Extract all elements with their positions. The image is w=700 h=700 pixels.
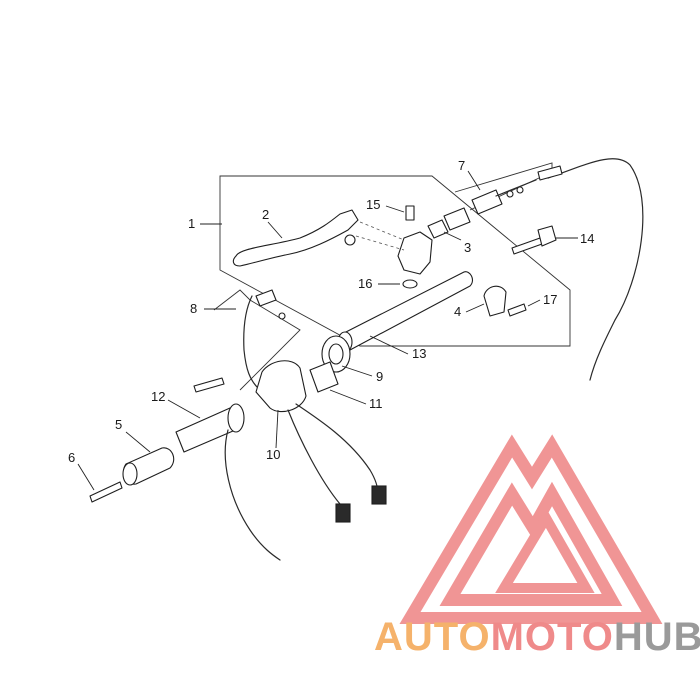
callout-17: 17 — [543, 292, 557, 307]
callout-6: 6 — [68, 450, 75, 465]
bar-end-bolt — [89, 481, 123, 503]
bar-end-face — [122, 462, 138, 486]
assembly-guide — [355, 221, 405, 251]
callout-9: 9 — [376, 369, 383, 384]
switch-cable — [243, 295, 259, 389]
perch-clamp — [483, 285, 507, 317]
wire-connector — [371, 485, 387, 505]
callout-8: 8 — [190, 301, 197, 316]
callout-2: 2 — [262, 207, 269, 222]
logo-triangle-outer — [399, 434, 663, 624]
watermark-word-moto: MOTO — [491, 615, 614, 659]
pivot-bolt — [511, 237, 543, 255]
throttle-flange — [227, 403, 245, 433]
lever-perch — [397, 231, 433, 275]
leader-lines — [77, 170, 578, 491]
watermark-text: AUTOMOTOHUB — [374, 615, 700, 659]
cable-ring — [506, 190, 514, 198]
callout-7: 7 — [458, 158, 465, 173]
switch-housing — [255, 360, 307, 413]
perch-nut — [402, 279, 418, 289]
perch-screw — [405, 205, 415, 221]
clutch-lever — [232, 209, 359, 267]
watermark-word-hub: HUB — [614, 615, 700, 659]
callout-10: 10 — [266, 447, 280, 462]
callout-1: 1 — [188, 216, 195, 231]
kill-switch — [309, 361, 339, 393]
clamp-screw — [507, 303, 527, 317]
lever-assembly-frame — [219, 175, 571, 347]
adjuster-barrel — [443, 207, 471, 231]
throttle-bolt — [193, 377, 225, 393]
callout-5: 5 — [115, 417, 122, 432]
throttle-cable — [224, 429, 281, 561]
cable-adjuster — [471, 189, 503, 215]
callout-14: 14 — [580, 231, 594, 246]
lever-pivot — [344, 234, 356, 246]
cable-washer — [278, 312, 286, 320]
callout-16: 16 — [358, 276, 372, 291]
callout-15: 15 — [366, 197, 380, 212]
switch-wire — [295, 403, 379, 495]
switch-ring-hole — [328, 343, 344, 365]
cable-ring — [516, 186, 524, 194]
watermark-word-auto: AUTO — [374, 615, 491, 659]
clutch-cable — [547, 158, 644, 381]
switch-wire — [287, 409, 341, 505]
callout-3: 3 — [464, 240, 471, 255]
pivot-bolt-head — [537, 225, 557, 247]
cable-inner — [495, 179, 537, 197]
cable-end — [537, 165, 563, 181]
cable-ferrule — [255, 289, 277, 307]
callout-13: 13 — [412, 346, 426, 361]
logo-triangle-core — [495, 508, 595, 593]
callout-11: 11 — [369, 396, 383, 411]
wire-connector — [335, 503, 351, 523]
adjuster-nut — [427, 219, 449, 239]
watermark-logo — [399, 434, 663, 624]
callout-12: 12 — [151, 389, 165, 404]
cable-assembly-frame — [454, 162, 553, 211]
callout-4: 4 — [454, 304, 461, 319]
logo-triangle-inner — [439, 481, 623, 606]
